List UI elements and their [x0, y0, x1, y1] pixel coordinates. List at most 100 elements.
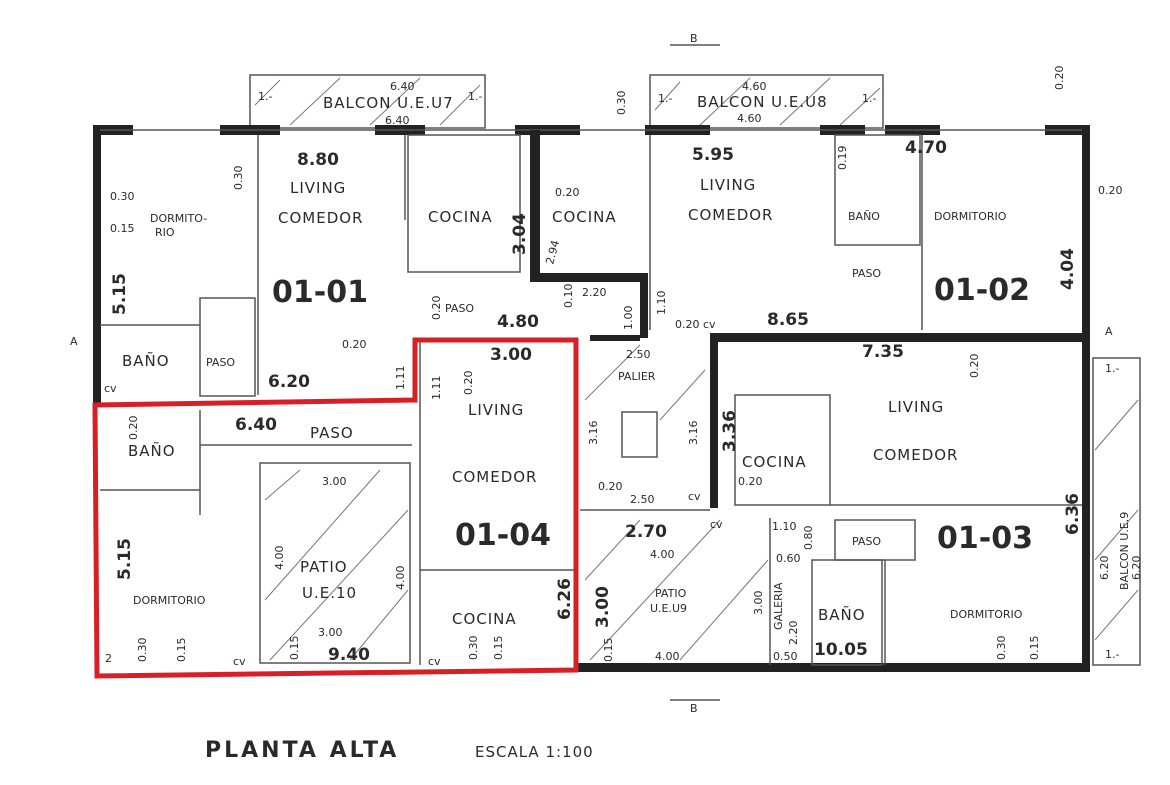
dim-1-11: 1.11 — [430, 376, 443, 401]
dim-3-16: 3.16 — [587, 421, 600, 446]
dim-bottom: 4.00 — [655, 650, 680, 663]
dim-0-15: 0.15 — [602, 638, 615, 663]
dim-0-20-cocina: 0.20 — [555, 186, 580, 199]
balcon-u7-dim-top: 6.40 — [390, 80, 415, 93]
area-value: 10.05 — [814, 640, 868, 660]
unit-01-04: 3.00 LIVING COMEDOR 01-04 COCINA BAÑO PA… — [105, 345, 701, 668]
inner-walls — [100, 134, 1082, 666]
room-living: LIVING — [290, 179, 346, 197]
dim-1-10: 1.10 — [772, 520, 797, 533]
room-living: LIVING — [700, 176, 756, 194]
balcon-u9-side-bottom: 1.- — [1105, 648, 1119, 661]
dim-0-30: 0.30 — [136, 638, 149, 663]
room-comedor: COMEDOR — [688, 206, 773, 224]
unit-id: 01-02 — [934, 273, 1030, 308]
balcon-u8-label: BALCON U.E.U8 — [697, 93, 828, 111]
room-paso: PASO — [310, 424, 354, 442]
balcon-u9-dim-b: 6.20 — [1130, 556, 1143, 581]
unit-id: 01-03 — [937, 521, 1033, 556]
dim-0-30b: 0.30 — [232, 166, 245, 191]
dim-0-30: 0.30 — [615, 91, 628, 116]
dim-left: 4.00 — [273, 546, 286, 571]
dim-1-10: 1.10 — [655, 291, 668, 316]
dim-0-19: 0.19 — [836, 146, 849, 171]
patio-label: PATIO — [300, 558, 348, 576]
balcon-u8-dim-bottom: 4.60 — [737, 112, 762, 125]
dim-0-80: 0.80 — [802, 526, 815, 551]
patio-hatch — [264, 344, 769, 661]
balcon-u9 — [1092, 357, 1141, 666]
dim-right: 4.00 — [394, 566, 407, 591]
section-a-left: A — [70, 335, 78, 348]
section-b-top: B — [690, 32, 698, 45]
balcon-u9-side-top: 1.- — [1105, 362, 1119, 375]
area-value: 5.95 — [692, 145, 734, 165]
balcon-u7-label: BALCON U.E.U7 — [323, 94, 454, 112]
room-paso: PASO — [206, 356, 235, 369]
dim-0-20: 0.20 — [462, 371, 475, 396]
plan-scale: ESCALA 1:100 — [475, 743, 594, 761]
dim-4-80: 4.80 — [497, 312, 539, 332]
dim-2: 2 — [105, 652, 112, 665]
balcon-u8-dim-top: 4.60 — [742, 80, 767, 93]
room-comedor: COMEDOR — [873, 446, 958, 464]
balcon-u8-side-left: 1.- — [658, 92, 672, 105]
dim-0-30b: 0.30 — [467, 636, 480, 661]
dim-0-20-cv: 0.20 cv — [675, 318, 716, 331]
cv-label-2: cv — [428, 655, 441, 668]
dim-bottom: 3.00 — [318, 626, 343, 639]
dim-0-30: 0.30 — [995, 636, 1008, 661]
dim-2-20: 2.20 — [582, 286, 607, 299]
unit-id: 01-04 — [455, 518, 551, 553]
dim-0-20: 0.20 — [1098, 184, 1123, 197]
section-b-bottom: B — [690, 702, 698, 715]
room-comedor: COMEDOR — [452, 468, 537, 486]
cv-label-3: cv — [688, 490, 701, 503]
room-galeria: GALERIA — [772, 582, 785, 630]
room-bano: BAÑO — [128, 441, 176, 460]
room-dormitorio: DORMITORIO — [934, 210, 1007, 223]
dim-6-40: 6.40 — [235, 415, 277, 435]
dim-0-15: 0.15 — [175, 638, 188, 663]
dim-6-20: 6.20 — [268, 372, 310, 392]
dim-0-30: 0.30 — [110, 190, 135, 203]
dim-5-15: 5.15 — [110, 273, 130, 315]
room-paso: PASO — [852, 535, 881, 548]
area-value: 8.80 — [297, 150, 339, 170]
dim-0-20b: 0.20 — [738, 475, 763, 488]
unit-01-04-highlight — [92, 337, 579, 679]
room-bano: BAÑO — [848, 210, 880, 223]
area-value: 9.40 — [328, 645, 370, 665]
dim-2-50: 2.50 — [626, 348, 651, 361]
room-cocina: COCINA — [428, 208, 493, 226]
dim-0-15b: 0.15 — [492, 636, 505, 661]
room-comedor: COMEDOR — [278, 209, 363, 227]
room-dormitorio: DORMITO- — [150, 212, 207, 225]
dim-0-50: 0.50 — [773, 650, 798, 663]
balcon-u7 — [249, 74, 486, 129]
dim-5-15: 5.15 — [115, 538, 135, 580]
dim-0-20: 0.20 — [342, 338, 367, 351]
dim-2-94: 2.94 — [543, 239, 562, 266]
room-cocina: COCINA — [552, 208, 617, 226]
dim-4-04: 4.04 — [1058, 248, 1078, 290]
section-a-right: A — [1105, 325, 1113, 338]
dim-top: 4.00 — [650, 548, 675, 561]
balcon-u8-side-right: 1.- — [862, 92, 876, 105]
balcon-u9-dim-a: 6.20 — [1098, 556, 1111, 581]
dim-0-20b: 0.20 — [127, 416, 140, 441]
dim-6-26: 6.26 — [555, 578, 575, 620]
dim-1-11: 1.11 — [394, 366, 407, 391]
room-living: LIVING — [888, 398, 944, 416]
balcon-u7-dim-bottom: 6.40 — [385, 114, 410, 127]
dim-0-10: 0.10 — [562, 284, 575, 309]
dim-0-60: 0.60 — [776, 552, 801, 565]
cv-label: cv — [104, 382, 117, 395]
dim-0-20b: 0.20 — [1053, 66, 1066, 91]
dim-2-20: 2.20 — [787, 621, 800, 646]
dim-0-20: 0.20 — [598, 480, 623, 493]
dim-3-16b: 3.16 — [687, 421, 700, 446]
palier: PALIER 2.50 2.50 3.16 3.16 0.20 — [587, 348, 700, 506]
dim-0-20: 0.20 — [968, 354, 981, 379]
